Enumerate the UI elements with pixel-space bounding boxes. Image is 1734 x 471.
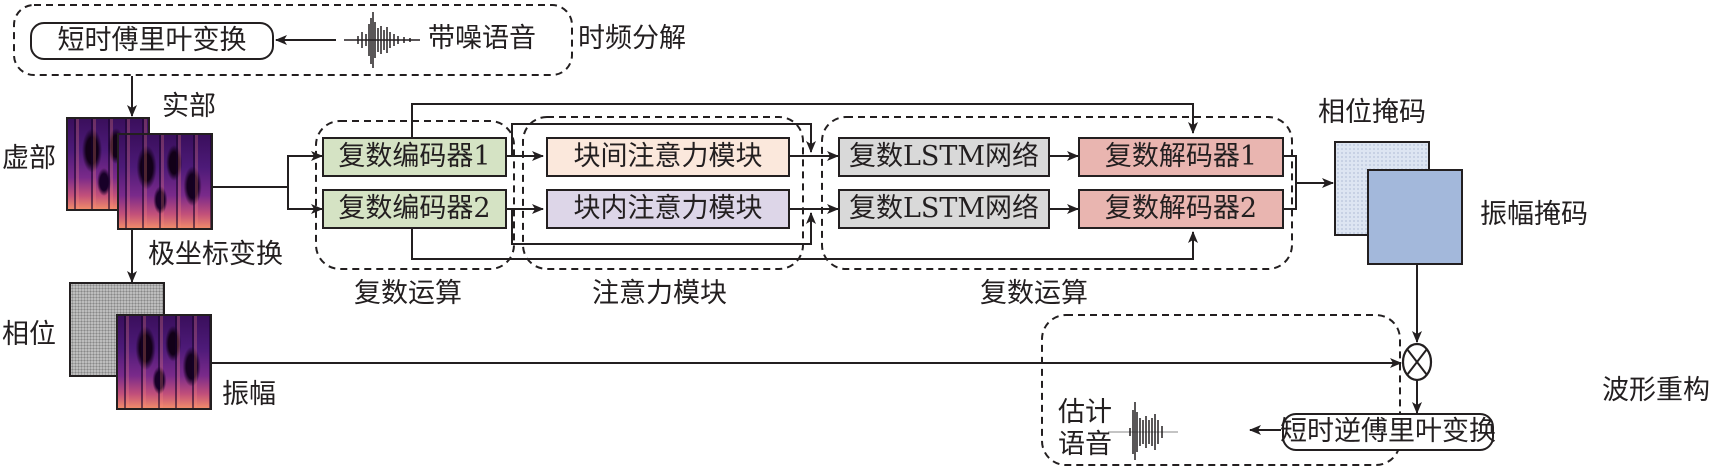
complex-op-right-label: 复数运算 [980, 278, 1088, 309]
magnitude-mask [1367, 169, 1463, 265]
complex-lstm-1: 复数LSTM网络 [838, 137, 1050, 177]
complex-decoder-1: 复数解码器1 [1078, 137, 1284, 177]
complex-encoder-2: 复数编码器2 [322, 189, 507, 229]
estimated-speech-label-line1: 估计 [1058, 397, 1112, 428]
attention-group-label: 注意力模块 [592, 278, 727, 309]
stft-box: 短时傅里叶变换 [30, 22, 274, 60]
complex-op-left-group [315, 120, 515, 270]
real-part-label: 实部 [162, 91, 216, 122]
magnitude-mask-label: 振幅掩码 [1480, 199, 1588, 230]
attention-group [522, 116, 804, 270]
estimated-waveform-icon [1108, 402, 1178, 460]
tf-decomposition-group [13, 4, 573, 76]
inter-block-attention: 块间注意力模块 [546, 137, 790, 177]
multiply-node [1401, 342, 1433, 382]
real-spectrogram [117, 133, 213, 230]
istft-box: 短时逆傅里叶变换 [1280, 413, 1496, 451]
complex-op-left-label: 复数运算 [354, 278, 462, 309]
phase-mask-label: 相位掩码 [1318, 97, 1426, 128]
phase-label: 相位 [2, 319, 56, 350]
magnitude-label: 振幅 [222, 379, 276, 410]
tf-decomposition-label: 时频分解 [578, 23, 686, 54]
imag-part-label: 虚部 [2, 143, 56, 174]
magnitude-spectrogram [116, 314, 212, 410]
noisy-speech-label: 带噪语音 [428, 23, 536, 54]
noisy-waveform-icon [344, 12, 420, 68]
estimated-speech-label-line2: 语音 [1058, 429, 1112, 460]
intra-block-attention: 块内注意力模块 [546, 189, 790, 229]
polar-transform-label: 极坐标变换 [148, 239, 283, 270]
complex-lstm-2: 复数LSTM网络 [838, 189, 1050, 229]
waveform-reconstruction-label: 波形重构 [1602, 375, 1710, 406]
waveform-reconstruction-group [1041, 314, 1401, 466]
complex-op-right-group [821, 116, 1293, 270]
complex-decoder-2: 复数解码器2 [1078, 189, 1284, 229]
complex-encoder-1: 复数编码器1 [322, 137, 507, 177]
